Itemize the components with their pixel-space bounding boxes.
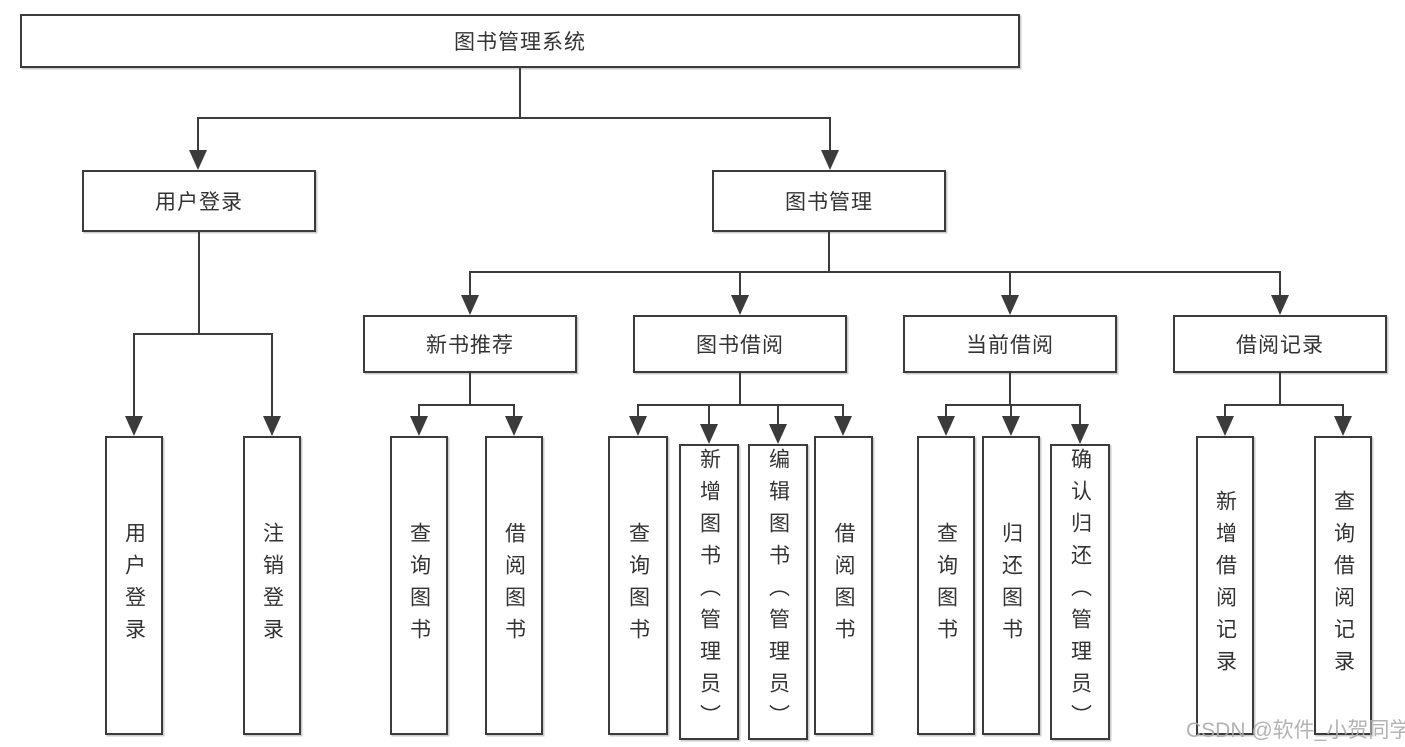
connector-line (271, 333, 273, 417)
node-label: 新书推荐 (426, 334, 514, 357)
connector-line (828, 232, 830, 273)
leaf-query-books-current: 查询图书 (917, 436, 975, 735)
arrow-down-icon (1216, 416, 1234, 436)
leaf-add-books-admin: 新增图书（管理员） (679, 444, 739, 740)
node-label: 借阅记录 (1236, 334, 1324, 357)
connector-line (133, 333, 273, 335)
connector-line (739, 271, 741, 297)
leaf-label: 用户登录 (122, 521, 146, 650)
node-borrowing-records: 借阅记录 (1173, 315, 1387, 373)
node-label: 图书借阅 (696, 334, 784, 357)
leaf-add-borrow-record: 新增借阅记录 (1196, 436, 1254, 735)
connector-line (1079, 404, 1081, 425)
node-book-management: 图书管理 (712, 170, 946, 232)
connector-line (469, 271, 1281, 273)
connector-line (519, 68, 521, 119)
leaf-label: 查询图书 (934, 521, 958, 650)
connector-line (469, 373, 471, 406)
connector-line (1342, 404, 1344, 418)
arrow-down-icon (1071, 424, 1089, 444)
leaf-label: 新增借阅记录 (1213, 489, 1237, 682)
connector-line (418, 404, 420, 418)
arrow-down-icon (410, 416, 428, 436)
leaf-label: 查询借阅记录 (1331, 489, 1355, 682)
arrow-down-icon (700, 424, 718, 444)
arrow-down-icon (629, 416, 647, 436)
leaf-label: 借阅图书 (832, 521, 855, 650)
leaf-label: 查询图书 (407, 521, 431, 650)
leaf-query-books-borrowing: 查询图书 (608, 436, 668, 735)
leaf-label: 归还图书 (999, 521, 1023, 650)
connector-line (469, 271, 471, 297)
connector-line (1009, 373, 1011, 406)
arrow-down-icon (189, 150, 207, 170)
connector-line (198, 232, 200, 334)
leaf-query-borrow-record: 查询借阅记录 (1314, 436, 1372, 735)
arrow-down-icon (263, 416, 281, 436)
leaf-query-books-recommend: 查询图书 (390, 436, 448, 735)
connector-line (637, 404, 639, 418)
connector-line (197, 117, 831, 119)
leaf-borrow-books-borrowing: 借阅图书 (814, 436, 873, 735)
arrow-down-icon (731, 295, 749, 315)
node-book-borrowing: 图书借阅 (633, 315, 847, 373)
arrow-down-icon (937, 416, 955, 436)
leaf-label: 查询图书 (626, 521, 650, 650)
arrow-down-icon (1001, 295, 1019, 315)
leaf-label: 编辑图书（管理员） (766, 448, 790, 736)
connector-line (1279, 373, 1281, 406)
arrow-down-icon (769, 424, 787, 444)
connector-line (945, 404, 947, 418)
connector-line (1224, 404, 1344, 406)
csdn-watermark: CSDN @软件_小贺同学 (1186, 719, 1405, 742)
connector-line (1279, 271, 1281, 297)
arrow-down-icon (1002, 416, 1020, 436)
arrow-down-icon (834, 416, 852, 436)
connector-line (829, 117, 831, 151)
connector-line (777, 404, 779, 425)
connector-line (418, 404, 515, 406)
connector-line (197, 117, 199, 151)
node-label: 图书管理系统 (454, 31, 586, 54)
connector-line (637, 404, 844, 406)
node-book-management-system: 图书管理系统 (20, 14, 1020, 68)
leaf-label: 新增图书（管理员） (697, 448, 721, 736)
node-label: 图书管理 (785, 191, 873, 214)
leaf-edit-books-admin: 编辑图书（管理员） (748, 444, 808, 740)
node-new-book-recommendation: 新书推荐 (363, 315, 577, 373)
arrow-down-icon (1334, 416, 1352, 436)
connector-line (945, 404, 1081, 406)
leaf-label: 确认归还（管理员） (1068, 448, 1092, 736)
connector-line (842, 404, 844, 418)
arrow-down-icon (1271, 295, 1289, 315)
leaf-label: 注销登录 (260, 521, 284, 650)
connector-line (739, 373, 741, 406)
connector-line (1009, 271, 1011, 297)
arrow-down-icon (821, 150, 839, 170)
leaf-label: 借阅图书 (502, 521, 526, 650)
leaf-borrow-books-recommend: 借阅图书 (485, 436, 543, 735)
connector-line (513, 404, 515, 418)
node-label: 当前借阅 (966, 334, 1054, 357)
leaf-return-books: 归还图书 (982, 436, 1040, 735)
leaf-user-login: 用户登录 (105, 436, 163, 735)
connector-line (1224, 404, 1226, 418)
leaf-logout: 注销登录 (243, 436, 301, 735)
connector-line (708, 404, 710, 425)
node-user-login: 用户登录 (82, 170, 316, 232)
arrow-down-icon (125, 416, 143, 436)
arrow-down-icon (505, 416, 523, 436)
node-label: 用户登录 (155, 191, 243, 214)
connector-line (133, 333, 135, 417)
arrow-down-icon (461, 295, 479, 315)
node-current-borrowing: 当前借阅 (903, 315, 1117, 373)
leaf-confirm-return-admin: 确认归还（管理员） (1050, 444, 1110, 740)
connector-line (1010, 404, 1012, 418)
